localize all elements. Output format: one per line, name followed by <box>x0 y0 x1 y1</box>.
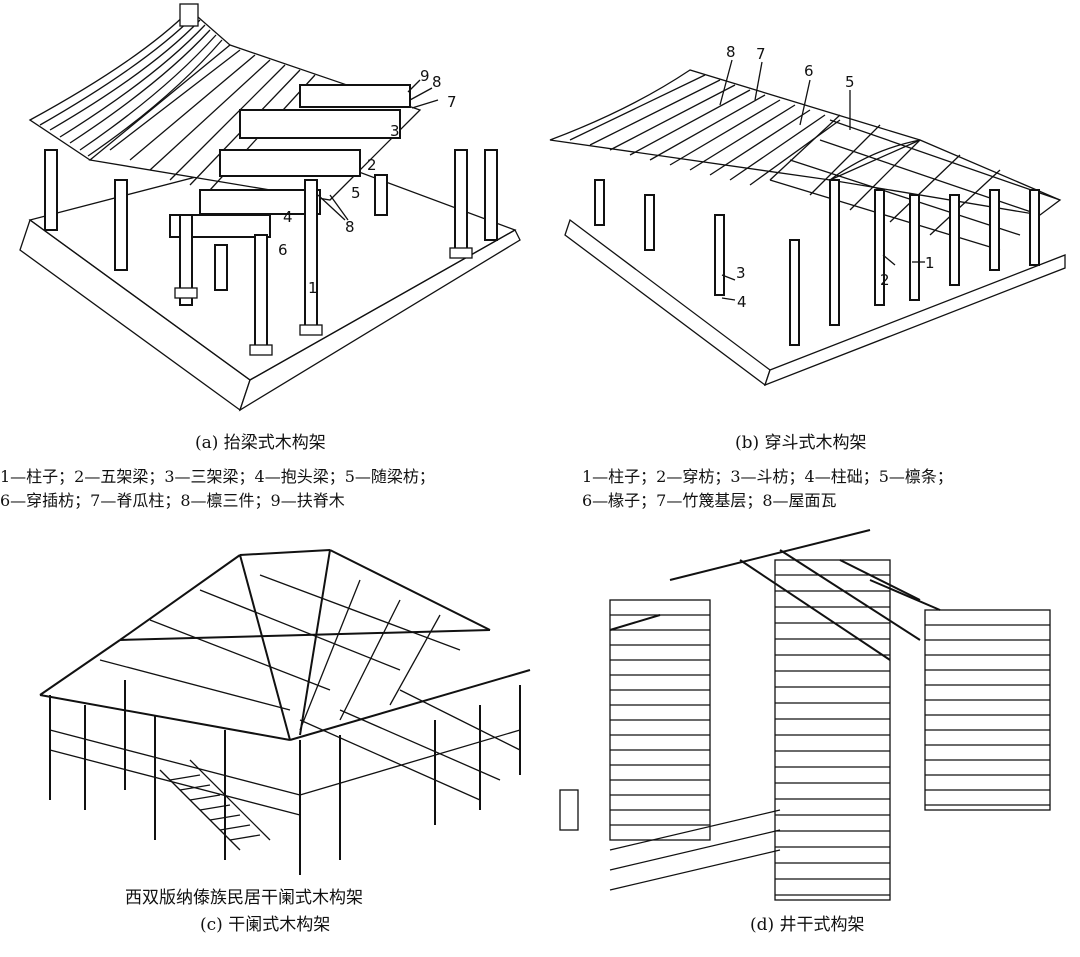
panel-b: 8 7 6 5 3 4 2 1 (b) 穿斗式木构架 1—柱子；2—穿枋；3—斗… <box>540 0 1080 520</box>
jinggan-frame-illustration <box>559 529 1051 901</box>
callout-3: 3 <box>736 264 746 282</box>
callout-8: 8 <box>432 73 442 91</box>
ganlan-frame-illustration <box>39 549 531 875</box>
panel-c: 西双版纳傣族民居干阑式木构架 (c) 干阑式木构架 <box>0 520 540 957</box>
caption-d: (d) 井干式构架 <box>750 915 865 935</box>
callout-2: 2 <box>367 156 377 174</box>
legend-a: 1—柱子；2—五架梁；3—三架梁；4—抱头梁；5—随梁枋； 6—穿插枋；7—脊瓜… <box>0 465 435 513</box>
caption-c: (c) 干阑式木构架 <box>200 915 331 935</box>
callout-1: 1 <box>308 279 318 297</box>
chuandou-frame-illustration: 8 7 6 5 3 4 2 1 <box>549 43 1066 387</box>
callout-2: 2 <box>880 271 890 289</box>
callout-5: 5 <box>845 73 855 91</box>
caption-b: (b) 穿斗式木构架 <box>735 433 867 453</box>
legend-b: 1—柱子；2—穿枋；3—斗枋；4—柱础；5—檩条； 6—椽子；7—竹篾基层；8—… <box>582 465 953 513</box>
callout-8: 8 <box>726 43 736 61</box>
legend-b-line2: 6—椽子；7—竹篾基层；8—屋面瓦 <box>582 491 837 510</box>
callout-1: 1 <box>925 254 935 272</box>
callout-5: 5 <box>351 184 361 202</box>
callout-7: 7 <box>756 45 766 63</box>
legend-a-line2: 6—穿插枋；7—脊瓜柱；8—檩三件；9—扶脊木 <box>0 491 345 510</box>
callout-3: 3 <box>390 122 400 140</box>
legend-a-line1: 1—柱子；2—五架梁；3—三架梁；4—抱头梁；5—随梁枋； <box>0 467 435 486</box>
panel-d: (d) 井干式构架 <box>540 520 1080 957</box>
callout-4: 4 <box>283 208 293 226</box>
legend-b-line1: 1—柱子；2—穿枋；3—斗枋；4—柱础；5—檩条； <box>582 467 953 486</box>
caption-a: (a) 抬梁式木构架 <box>195 433 326 453</box>
callout-9: 9 <box>420 67 430 85</box>
callout-8b: 8 <box>345 218 355 236</box>
tailiang-frame-illustration: 9 8 7 3 2 5 8 4 6 1 <box>19 3 521 412</box>
panel-a: 9 8 7 3 2 5 8 4 6 1 (a) 抬梁式木构架 1—柱子；2—五架… <box>0 0 540 520</box>
callout-7: 7 <box>447 93 457 111</box>
subtitle-c: 西双版纳傣族民居干阑式木构架 <box>125 888 363 908</box>
callout-6: 6 <box>804 62 814 80</box>
callout-6: 6 <box>278 241 288 259</box>
callout-4: 4 <box>737 293 747 311</box>
